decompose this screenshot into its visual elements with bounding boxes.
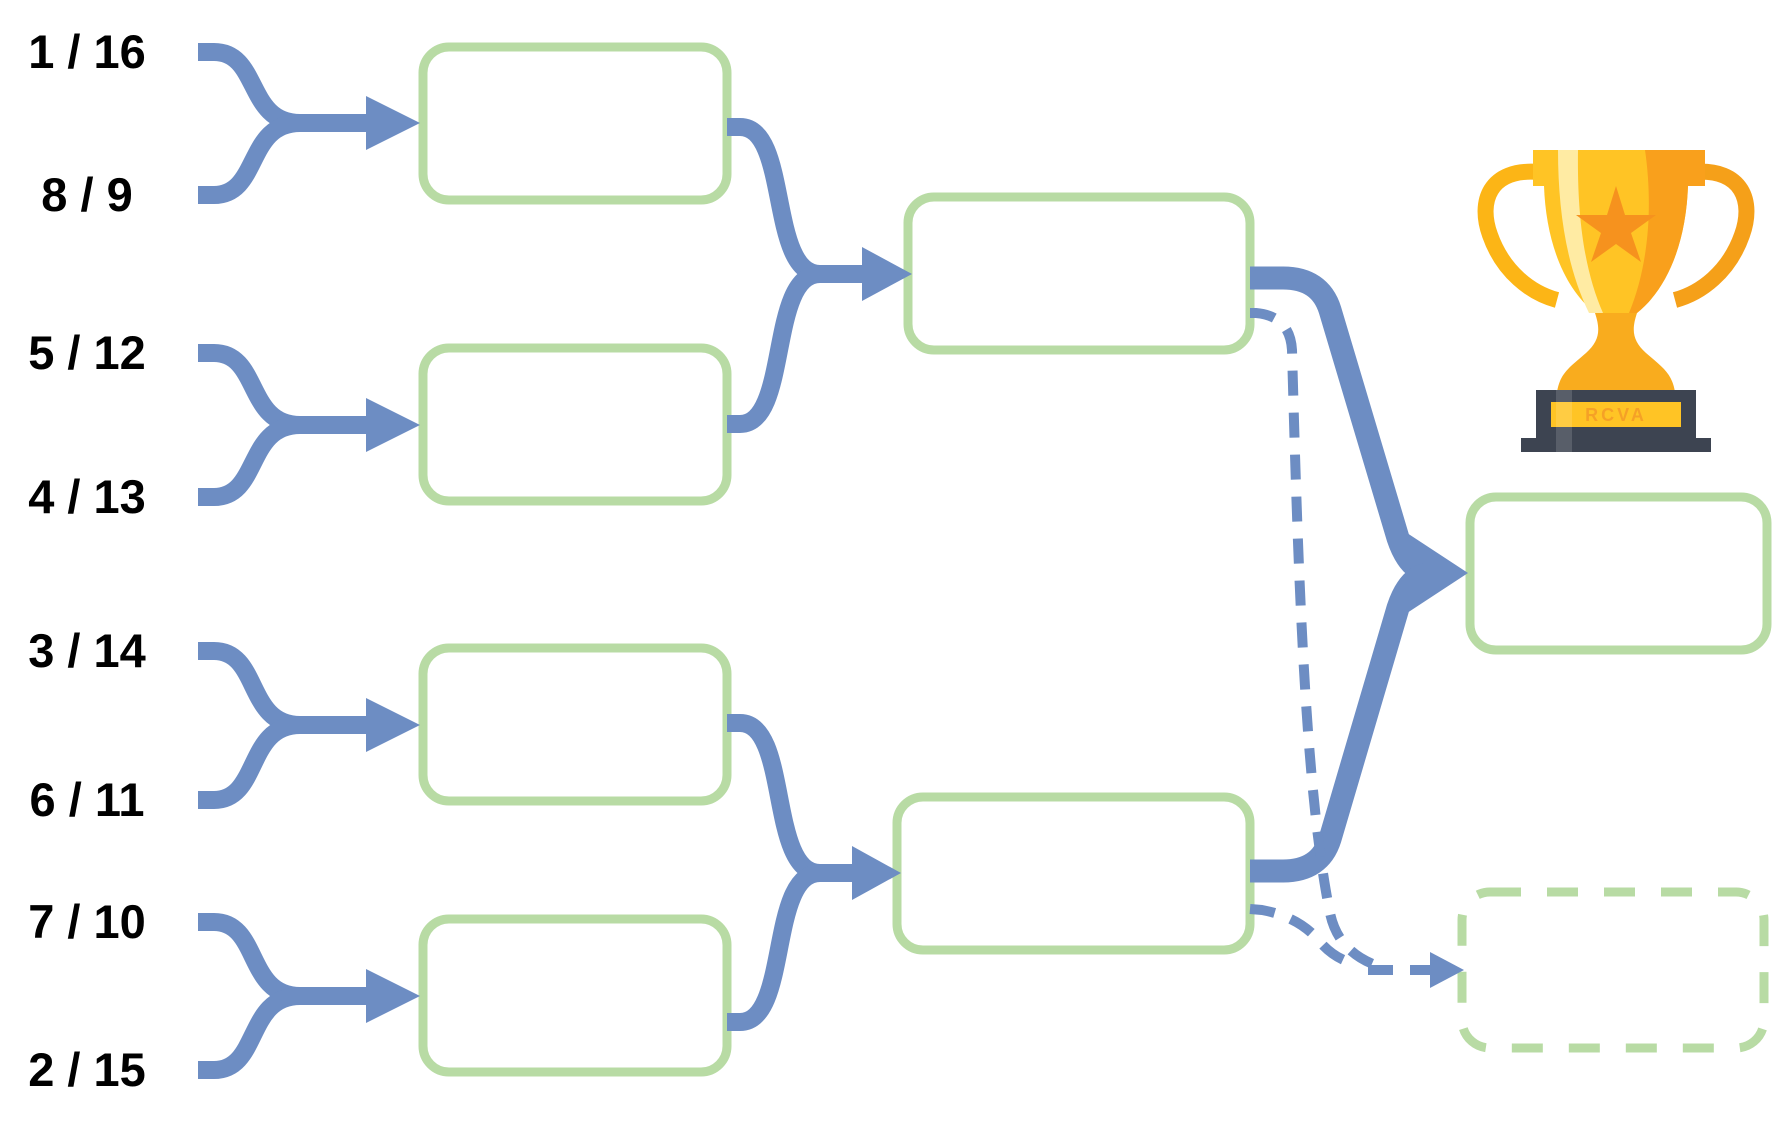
arrowhead-qf2 (366, 398, 420, 452)
arrowhead-third-place (1430, 952, 1464, 988)
connector-semifinal-1-loser (1250, 308, 1380, 971)
seed-label-6-11: 6 / 11 (29, 773, 145, 826)
semifinal-1-box[interactable] (903, 192, 1255, 355)
connector-qf1-out (727, 118, 866, 283)
trophy-left-handle (1477, 163, 1560, 308)
quarterfinal-4-box[interactable] (418, 914, 732, 1077)
connector-seed-4-13 (198, 416, 301, 506)
connector-qf4-out (727, 864, 822, 1031)
seed-label-4-13: 4 / 13 (28, 470, 146, 523)
final-box[interactable] (1465, 492, 1772, 655)
trophy-cup-shadow (1629, 150, 1705, 313)
connector-seed-7-10 (198, 913, 370, 1005)
trophy-right-handle (1672, 163, 1755, 308)
connector-seed-5-12 (198, 344, 370, 434)
arrowhead-final (1404, 531, 1468, 615)
connector-semifinal-2-loser (1249, 904, 1354, 968)
connector-seed-2-15 (198, 987, 301, 1079)
third-place-box[interactable] (1457, 887, 1769, 1053)
seed-label-8-9: 8 / 9 (41, 168, 133, 221)
arrowhead-semifinal-2 (852, 846, 901, 900)
trophy-icon: RCVA (1477, 150, 1755, 452)
arrowhead-semifinal-1 (862, 247, 912, 301)
trophy-stem (1557, 313, 1675, 392)
seed-label-7-10: 7 / 10 (28, 895, 146, 948)
arrowhead-qf4 (366, 969, 420, 1023)
trophy-star-icon (1576, 186, 1656, 262)
quarterfinal-3-box[interactable] (418, 643, 732, 806)
seed-label-5-12: 5 / 12 (28, 326, 146, 379)
seed-label-1-16: 1 / 16 (28, 25, 146, 78)
seed-label-2-15: 2 / 15 (28, 1043, 146, 1096)
arrowhead-qf3 (366, 698, 420, 752)
connector-seed-8-9 (198, 114, 301, 204)
trophy-cup-highlight (1558, 150, 1603, 313)
semifinal-2-box[interactable] (892, 792, 1255, 955)
connector-seed-3-14 (198, 642, 370, 734)
connector-qf2-out (727, 265, 822, 433)
quarterfinal-1-box[interactable] (418, 42, 732, 205)
connector-seed-1-16 (198, 43, 370, 132)
trophy-base-gloss (1556, 390, 1572, 452)
connector-semifinal-1-out (1250, 266, 1432, 584)
trophy-plaque (1551, 402, 1681, 427)
arrowhead-qf1 (366, 96, 420, 150)
seed-label-3-14: 3 / 14 (28, 624, 146, 677)
connector-seed-6-11 (198, 716, 301, 809)
trophy-plaque-text: RCVA (1585, 405, 1647, 425)
connector-qf3-out (727, 714, 856, 882)
trophy-foot (1521, 438, 1711, 452)
connector-semifinal-2-out (1250, 562, 1432, 883)
quarterfinal-2-box[interactable] (418, 343, 732, 506)
